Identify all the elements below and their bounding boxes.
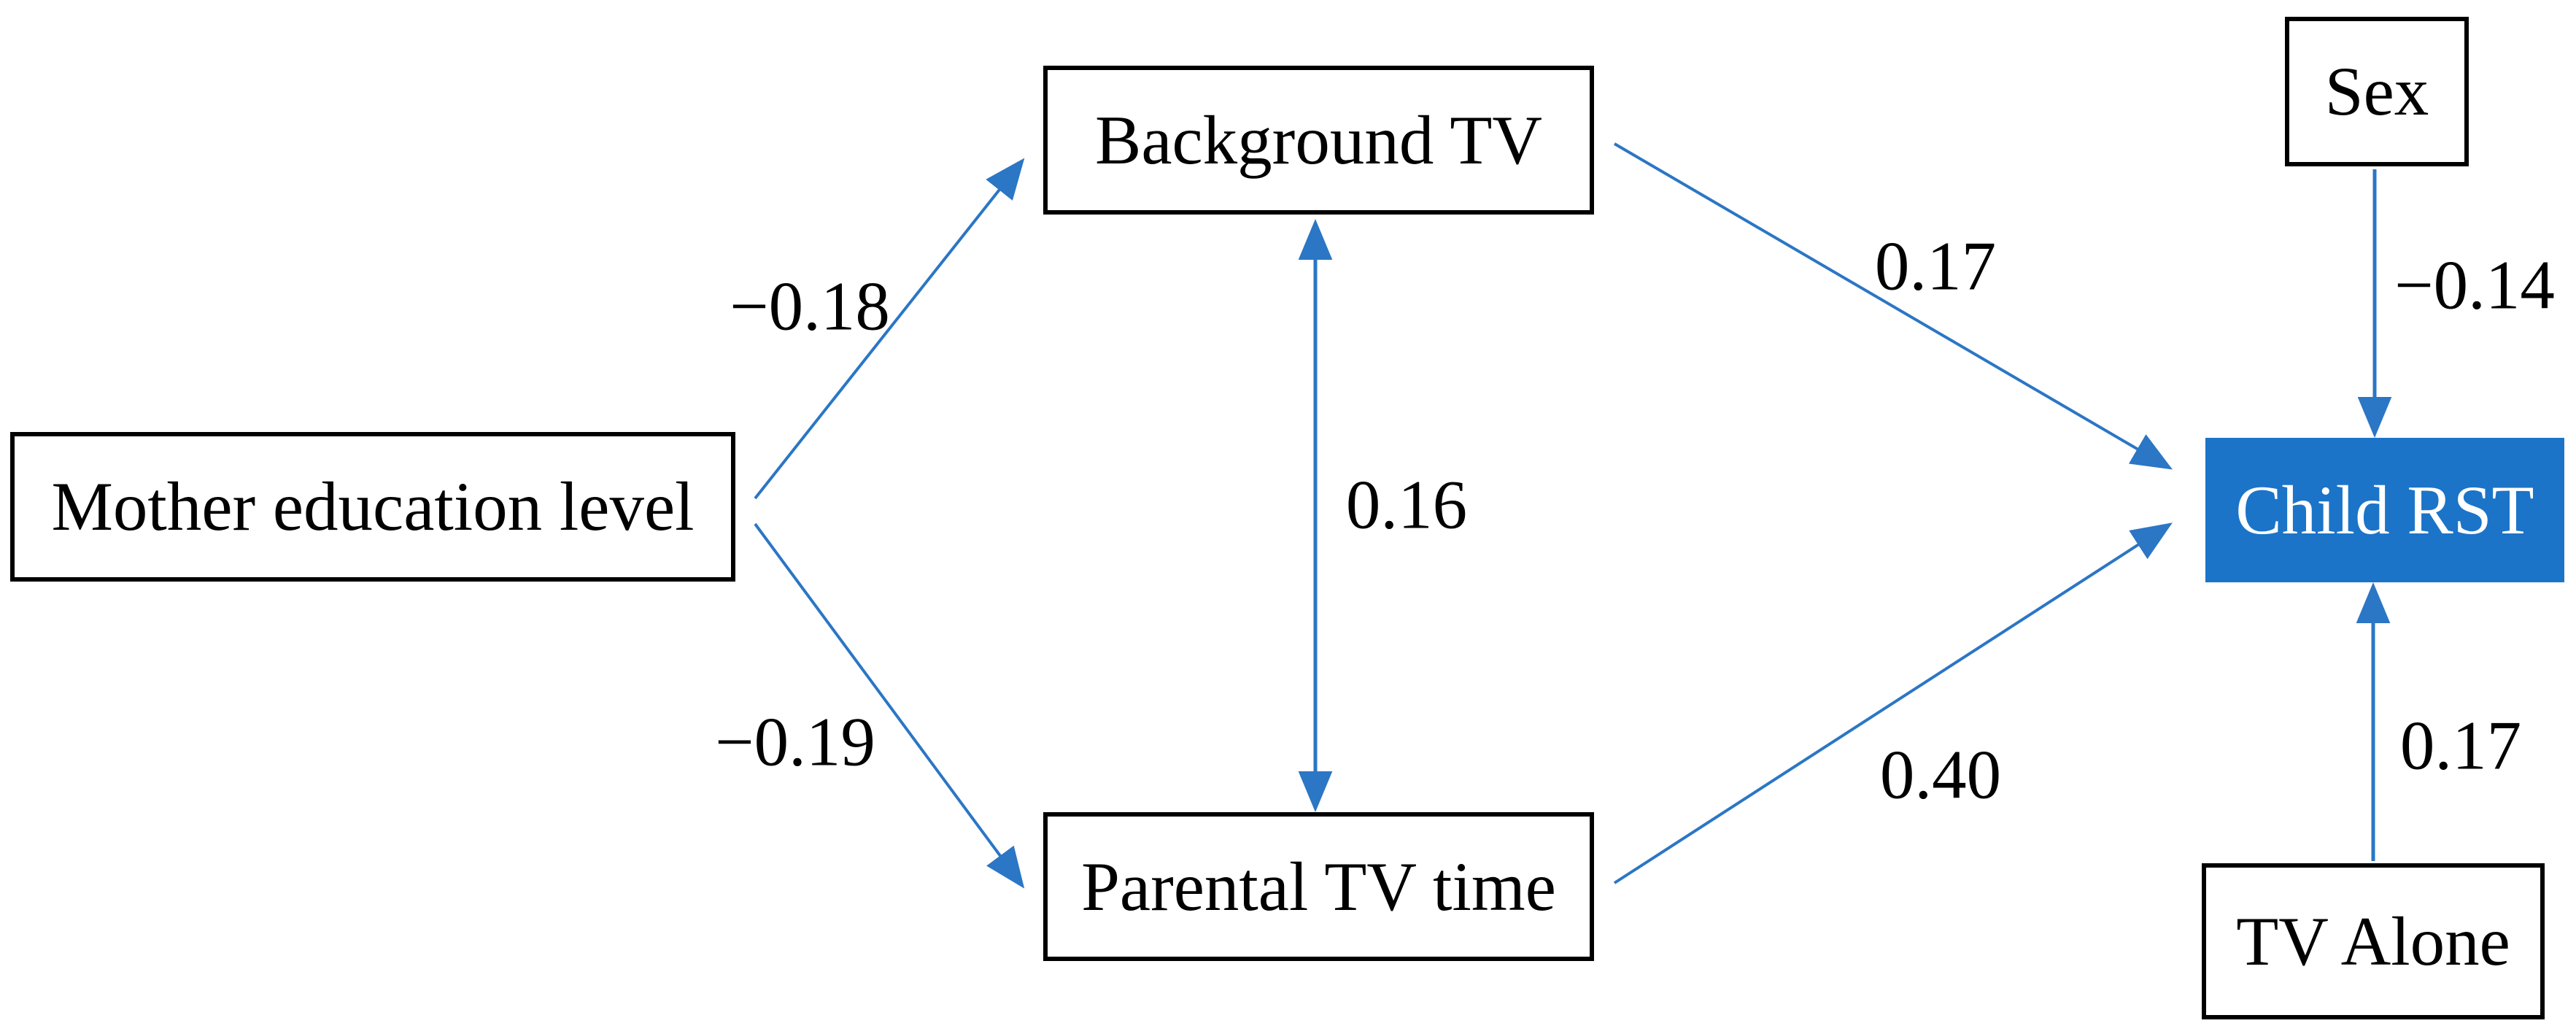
- node-sex: Sex: [2285, 17, 2469, 166]
- arrow-parental-tv-to-child-rst: [1613, 522, 2173, 884]
- node-background-tv-label: Background TV: [1094, 101, 1542, 179]
- node-background-tv: Background TV: [1043, 66, 1594, 215]
- coefficient-background-tv-to-child-rst: 0.17: [1874, 227, 1997, 305]
- coefficient-tv-alone-to-child-rst: 0.17: [2399, 706, 2522, 784]
- node-parental-tv-time: Parental TV time: [1043, 812, 1594, 961]
- node-child-rst-label: Child RST: [2235, 471, 2534, 549]
- node-tv-alone: TV Alone: [2202, 863, 2545, 1019]
- coefficient-mother-to-parental-tv: −0.19: [715, 703, 875, 781]
- node-sex-label: Sex: [2324, 53, 2429, 130]
- node-mother-education-level: Mother education level: [10, 432, 735, 582]
- node-parental-tv-time-label: Parental TV time: [1081, 847, 1556, 925]
- coefficient-background-tv-parental-tv: 0.16: [1345, 466, 1468, 544]
- arrow-background-tv-to-child-rst: [1613, 142, 2173, 470]
- coefficient-sex-to-child-rst: −0.14: [2394, 246, 2555, 324]
- node-mother-education-level-label: Mother education level: [51, 468, 695, 545]
- node-child-rst: Child RST: [2205, 438, 2564, 582]
- node-tv-alone-label: TV Alone: [2236, 902, 2510, 980]
- coefficient-parental-tv-to-child-rst: 0.40: [1879, 736, 2002, 814]
- coefficient-mother-to-background-tv: −0.18: [730, 267, 890, 345]
- arrow-mother-to-background-tv: [754, 158, 1025, 500]
- arrow-mother-to-parental-tv: [754, 522, 1025, 889]
